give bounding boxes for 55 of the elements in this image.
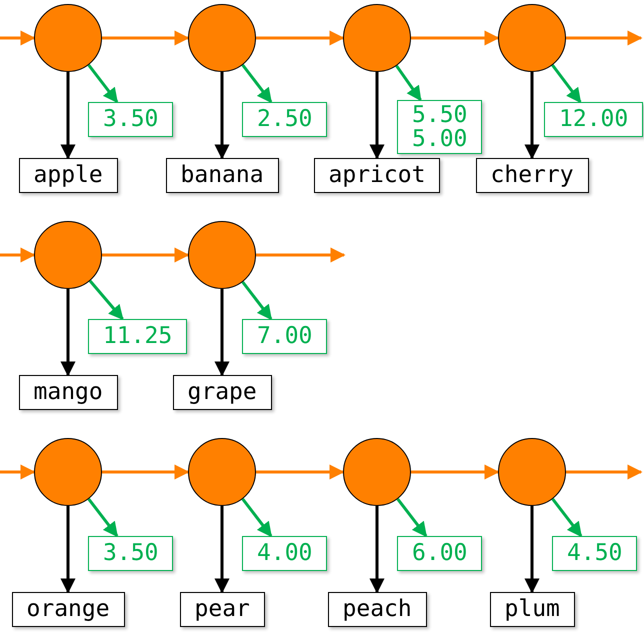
- arrow: [524, 506, 540, 594]
- arrow: [256, 30, 344, 46]
- arrow: [60, 72, 76, 160]
- key-box: mango: [18, 375, 118, 410]
- arrow: [370, 72, 384, 160]
- value-box: 11.25: [88, 319, 188, 354]
- arrow: [524, 72, 540, 160]
- arrow: [88, 498, 118, 538]
- arrow: [552, 498, 582, 538]
- arrow: [242, 498, 272, 538]
- value-box: 6.00: [397, 536, 482, 571]
- value-box: 12.00: [544, 102, 644, 137]
- value-box: [397, 100, 482, 154]
- value-label: 5.50: [412, 103, 468, 127]
- key-box: cherry: [476, 158, 589, 193]
- arrow: [102, 464, 190, 480]
- arrow: [60, 506, 76, 594]
- arrow: [242, 281, 272, 320]
- key-box: orange: [12, 592, 125, 627]
- value-label: 5.00: [412, 127, 468, 151]
- value-box: 3.50: [88, 102, 174, 137]
- arrow: [88, 280, 124, 320]
- arrow: [411, 30, 500, 46]
- arrow: [102, 248, 190, 262]
- value-box: 4.00: [242, 536, 328, 571]
- key-box: peach: [328, 592, 427, 627]
- arrow: [102, 30, 190, 46]
- arrow: [242, 64, 272, 104]
- arrow: [370, 506, 384, 594]
- arrow: [88, 64, 118, 104]
- arrow: [566, 30, 642, 46]
- key-box: banana: [166, 158, 279, 193]
- value-box: 2.50: [242, 102, 328, 137]
- arrow: [60, 289, 76, 376]
- value-box: 3.50: [88, 536, 174, 571]
- key-box: pear: [180, 592, 265, 627]
- arrow: [551, 64, 582, 104]
- arrow: [214, 506, 230, 594]
- key-box: grape: [172, 375, 272, 410]
- arrow: [0, 30, 36, 46]
- arrow: [395, 64, 422, 102]
- key-box: apple: [18, 158, 118, 193]
- arrow: [566, 464, 642, 480]
- arrow: [214, 72, 230, 160]
- key-box: apricot: [314, 158, 440, 193]
- value-box: 7.00: [242, 319, 328, 354]
- arrow: [214, 289, 230, 376]
- arrow: [411, 464, 500, 480]
- key-box: plum: [490, 592, 575, 627]
- arrow: [0, 464, 36, 480]
- arrow: [396, 498, 428, 538]
- arrow: [256, 248, 346, 262]
- arrow: [0, 248, 36, 262]
- value-box: 4.50: [552, 536, 638, 571]
- arrow: [256, 464, 344, 480]
